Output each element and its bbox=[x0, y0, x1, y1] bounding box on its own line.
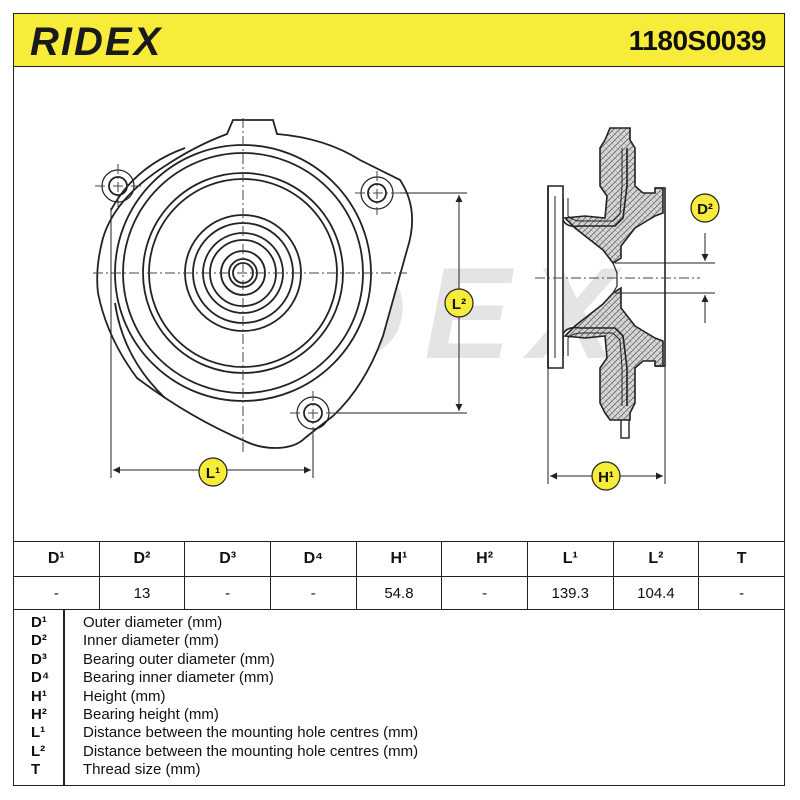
legend-key: T bbox=[31, 761, 41, 779]
spec-value: - bbox=[269, 576, 357, 610]
legend-desc: Bearing inner diameter (mm) bbox=[83, 669, 274, 687]
legend-key: D³ bbox=[31, 650, 47, 668]
l2-label: L² bbox=[452, 296, 466, 313]
ridex-logo: RIDEX bbox=[30, 22, 163, 60]
legend-key: H¹ bbox=[31, 687, 47, 705]
spec-value: 139.3 bbox=[526, 576, 614, 610]
technical-drawing: RIDEX bbox=[93, 118, 720, 491]
legend-key: D⁴ bbox=[31, 669, 50, 687]
legend-key: D² bbox=[31, 632, 47, 650]
h1-label: H¹ bbox=[598, 469, 614, 486]
spec-value-row: - 13 - - 54.8 - 139.3 104.4 - bbox=[13, 576, 785, 610]
legend-key: L¹ bbox=[31, 724, 46, 742]
legend-item: D³ Bearing outer diameter (mm) bbox=[13, 651, 785, 669]
spec-value: 54.8 bbox=[355, 576, 443, 610]
legend-desc: Outer diameter (mm) bbox=[83, 614, 223, 631]
legend-key: D¹ bbox=[31, 614, 47, 631]
l2-label-badge: L² bbox=[444, 288, 474, 318]
legend-desc: Thread size (mm) bbox=[83, 761, 201, 779]
legend-item: T Thread size (mm) bbox=[13, 761, 785, 779]
legend-divider bbox=[63, 610, 65, 785]
spec-value: - bbox=[698, 576, 785, 610]
side-section-view bbox=[547, 127, 666, 439]
spec-header: T bbox=[698, 541, 785, 577]
legend-desc: Distance between the mounting hole centr… bbox=[83, 742, 419, 760]
spec-header-row: D¹ D² D³ D⁴ H¹ H² L¹ L² T bbox=[13, 541, 785, 577]
spec-header: D³ bbox=[184, 541, 271, 577]
front-view bbox=[96, 119, 413, 449]
legend-item: L¹ Distance between the mounting hole ce… bbox=[13, 724, 785, 742]
page-frame bbox=[13, 13, 785, 786]
d2-label-badge: D² bbox=[690, 193, 720, 223]
spec-header: H² bbox=[441, 541, 528, 577]
legend-desc: Bearing outer diameter (mm) bbox=[83, 650, 275, 668]
spec-header: H¹ bbox=[355, 541, 443, 577]
spec-value: - bbox=[441, 576, 528, 610]
d2-label: D² bbox=[697, 201, 713, 218]
front-centre-lines bbox=[93, 118, 407, 453]
legend-desc: Bearing height (mm) bbox=[83, 706, 219, 723]
legend-item: D² Inner diameter (mm) bbox=[13, 632, 785, 650]
legend-desc: Inner diameter (mm) bbox=[83, 632, 219, 650]
legend: D¹ Outer diameter (mm) D² Inner diameter… bbox=[13, 609, 785, 786]
l1-label: L¹ bbox=[206, 465, 220, 482]
legend-item: D⁴ Bearing inner diameter (mm) bbox=[13, 669, 785, 687]
spec-header: D⁴ bbox=[269, 541, 357, 577]
spec-value: - bbox=[13, 576, 100, 610]
header-bar: RIDEX 1180S0039 bbox=[13, 13, 785, 67]
legend-item: D¹ Outer diameter (mm) bbox=[13, 614, 785, 632]
spec-value: - bbox=[184, 576, 271, 610]
legend-item: H¹ Height (mm) bbox=[13, 688, 785, 706]
brand-logo-text: RIDEX bbox=[30, 22, 163, 60]
legend-desc: Distance between the mounting hole centr… bbox=[83, 724, 419, 742]
spec-value: 104.4 bbox=[612, 576, 700, 610]
l1-label-badge: L¹ bbox=[198, 457, 228, 487]
spec-header: D¹ bbox=[13, 541, 100, 577]
spec-value: 13 bbox=[98, 576, 186, 610]
legend-item: H² Bearing height (mm) bbox=[13, 706, 785, 724]
spec-header: L¹ bbox=[526, 541, 614, 577]
spec-header: L² bbox=[612, 541, 700, 577]
dimension-d2 bbox=[615, 233, 715, 323]
legend-desc: Height (mm) bbox=[83, 687, 166, 705]
legend-item: L² Distance between the mounting hole ce… bbox=[13, 743, 785, 761]
h1-label-badge: H¹ bbox=[591, 461, 621, 491]
part-number: 1180S0039 bbox=[628, 25, 767, 56]
legend-key: H² bbox=[31, 706, 47, 723]
spec-table: D¹ D² D³ D⁴ H¹ H² L¹ L² T - 13 - - 54.8 … bbox=[13, 541, 785, 610]
legend-key: L² bbox=[31, 742, 46, 760]
spec-header: D² bbox=[98, 541, 186, 577]
